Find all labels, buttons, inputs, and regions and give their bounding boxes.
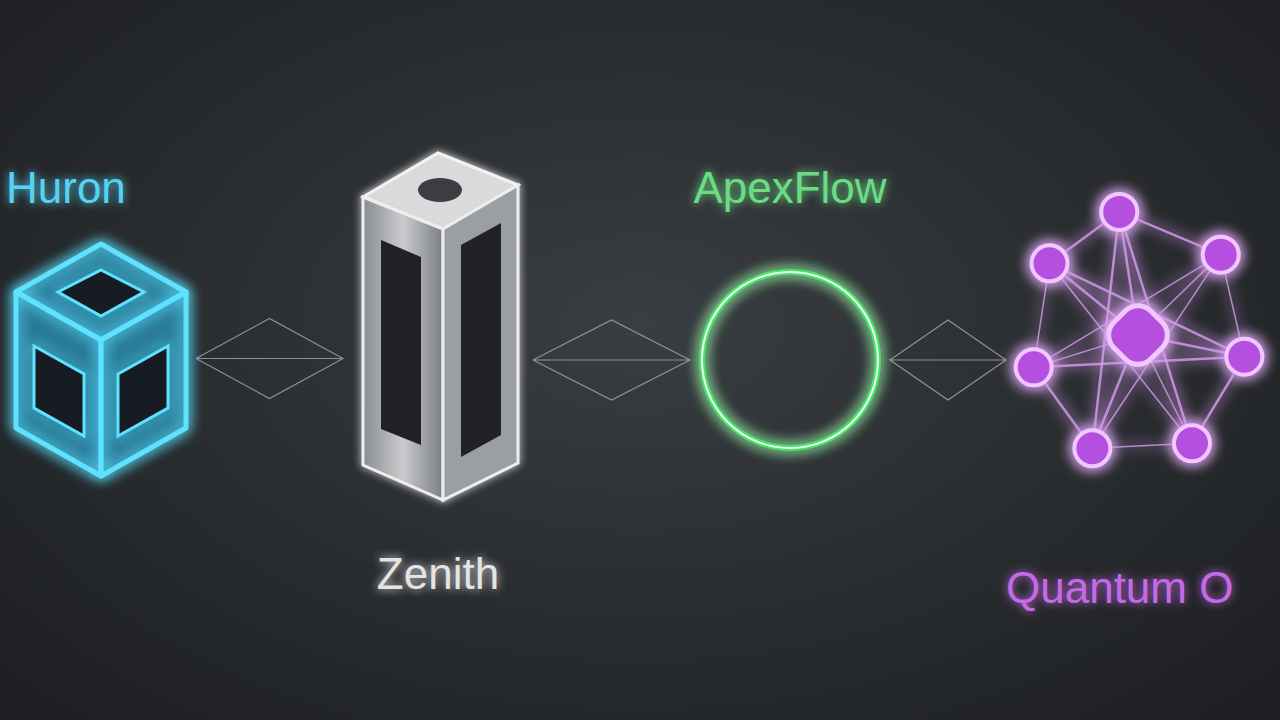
network-icon (1016, 194, 1263, 466)
ring-icon (690, 260, 890, 460)
connector-line (196, 319, 343, 399)
node-label: Zenith (338, 546, 538, 602)
cube-icon (6, 226, 196, 491)
network-dot (1074, 430, 1110, 466)
ring-outline (702, 272, 878, 448)
network-dot (1016, 349, 1052, 385)
network-links (1034, 212, 1245, 448)
component-node: Huron (6, 160, 206, 491)
node-label: Quantum O (1006, 560, 1274, 616)
connector-line (533, 320, 690, 400)
cube-face (101, 292, 186, 476)
component-node: Quantum O (1006, 180, 1274, 616)
node-label: Huron (6, 160, 206, 216)
connector-group (196, 319, 1006, 401)
network-center (1101, 298, 1175, 372)
network-dot (1203, 237, 1239, 273)
ring-core (702, 272, 878, 448)
cube-face (16, 292, 101, 476)
component-node: ApexFlow (670, 160, 910, 460)
connector-line (890, 320, 1006, 400)
tower-front (363, 197, 443, 500)
network-dot (1101, 194, 1137, 230)
node-label: ApexFlow (670, 160, 910, 216)
tower-side (443, 185, 518, 500)
network-dot (1032, 245, 1068, 281)
tower-top-hole (418, 178, 462, 202)
network-icon (1006, 180, 1270, 490)
cube-hole (34, 346, 84, 436)
network-link (1050, 263, 1192, 443)
cube-hole (58, 270, 144, 316)
network-dot (1226, 339, 1262, 375)
tower-slot (381, 240, 421, 445)
network-dot (1174, 425, 1210, 461)
tower-slot (461, 223, 501, 457)
cube-hole (118, 346, 168, 436)
cube-icon (16, 244, 186, 476)
component-node: Zenith (338, 145, 538, 602)
prism-icon (343, 145, 533, 510)
tower-icon (363, 153, 518, 500)
ring-icon (702, 272, 878, 448)
